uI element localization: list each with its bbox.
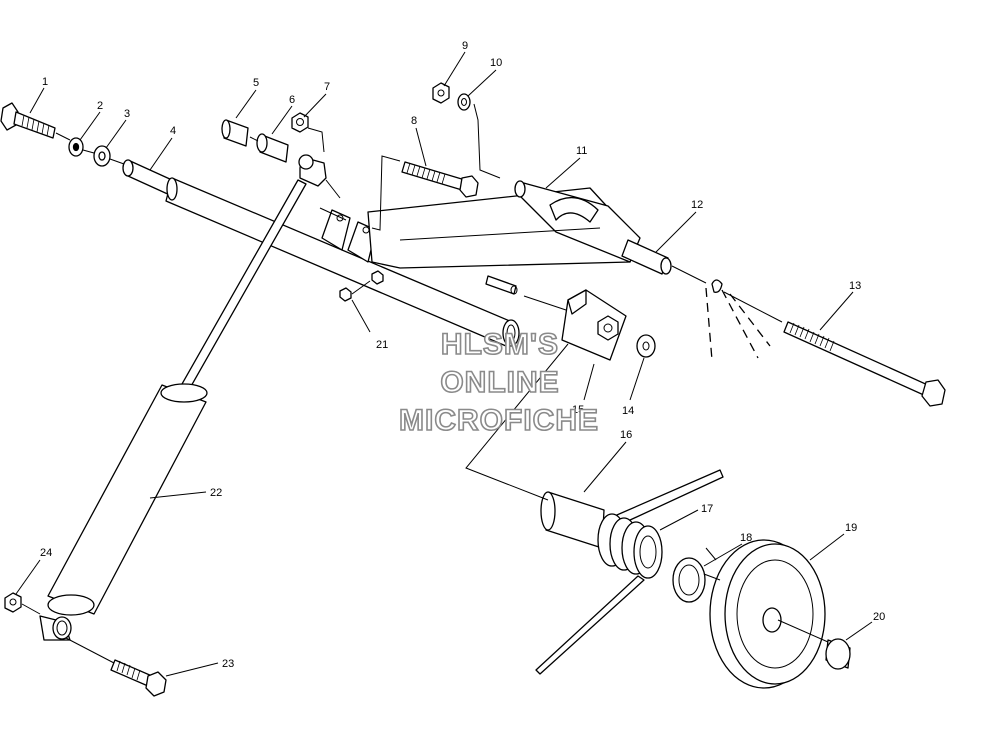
callout-numbers: 1 2 3 4 5 6 7 8 9 10 11 12 13 21 15 14 2…: [40, 40, 885, 670]
part-12-spacer: [621, 239, 672, 275]
part-14-washer: [636, 334, 656, 358]
watermark: HLSM'S ONLINE MICROFICHE: [398, 327, 599, 438]
callout-4: 4: [170, 125, 176, 137]
part-16-bushing: [540, 491, 605, 549]
callout-19: 19: [845, 522, 857, 534]
callout-23: 23: [222, 658, 234, 670]
callout-5: 5: [253, 77, 259, 89]
part-20-bushing: [825, 638, 851, 670]
callout-14: 14: [622, 405, 634, 417]
part-11-arm: [367, 180, 641, 295]
callout-7: 7: [324, 81, 330, 93]
shock-lower-bushing: [39, 615, 72, 641]
callout-10: 10: [490, 57, 502, 69]
leader-lines: [15, 51, 873, 677]
part-8-bolt: [401, 161, 479, 198]
part-21-nuts: [339, 270, 384, 302]
part-9-nut: [432, 82, 450, 104]
callout-21: 21: [376, 339, 388, 351]
callout-16: 16: [620, 429, 632, 441]
watermark-line-3: MICROFICHE: [399, 404, 599, 437]
watermark-line-2: ONLINE: [440, 366, 559, 399]
part-10-washer: [457, 93, 471, 111]
callout-18: 18: [740, 532, 752, 544]
part-5-bushing: [221, 119, 249, 147]
callout-17: 17: [701, 503, 713, 515]
part-17-spring: [535, 469, 724, 675]
callout-3: 3: [124, 108, 130, 120]
callout-9: 9: [462, 40, 468, 52]
callout-12: 12: [691, 199, 703, 211]
callout-6: 6: [289, 94, 295, 106]
part-19-wheel: [709, 539, 826, 689]
callout-2: 2: [97, 100, 103, 112]
callout-11: 11: [576, 145, 587, 157]
part-2-washer: [68, 137, 84, 157]
part-13-bolt: [783, 321, 946, 407]
callout-24: 24: [40, 547, 52, 559]
part-18-ring: [672, 557, 706, 603]
part-22-shock-body: [47, 383, 208, 616]
watermark-line-1: HLSM'S: [441, 328, 559, 361]
assembly-lines: [21, 103, 829, 664]
part-4-shaft: [122, 159, 520, 347]
callout-22: 22: [210, 487, 222, 499]
shock-eye-and-rod: [181, 154, 327, 389]
part-24-nut: [4, 592, 22, 613]
callout-13: 13: [849, 280, 861, 292]
callout-8: 8: [411, 115, 417, 127]
part-6-bushing: [256, 133, 289, 163]
callout-20: 20: [873, 611, 885, 623]
callout-15: 15: [572, 404, 584, 416]
callout-1: 1: [42, 76, 48, 88]
dashed-guides: [705, 279, 771, 361]
part-7-nut: [291, 112, 309, 133]
part-23-bolt: [110, 659, 167, 697]
part-15-block: [561, 289, 627, 361]
part-1-bolt: [0, 102, 56, 139]
part-3-washer: [93, 145, 111, 167]
